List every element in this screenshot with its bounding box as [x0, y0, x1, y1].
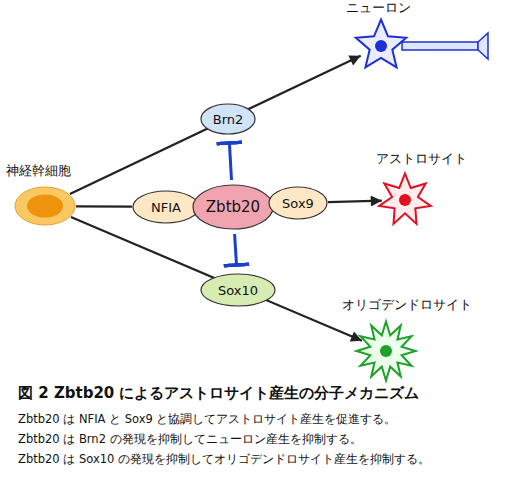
node-label: Zbtb20 — [206, 198, 260, 216]
inhibition-connector — [235, 234, 237, 265]
text-holder: NFIA — [132, 190, 200, 224]
cell-label: ニューロン — [346, 0, 411, 17]
cell-label: アストロサイト — [376, 150, 467, 168]
inhibition-connector — [229, 143, 231, 180]
caption-note: Zbtb20 は NFIA と Sox9 と協調してアストロサイト産生を促進する… — [18, 412, 396, 427]
factor-oval: Zbtb20 — [192, 184, 274, 230]
axon-shaft — [402, 42, 478, 50]
node-label: Sox10 — [218, 283, 258, 298]
node-label: Brn2 — [213, 112, 244, 127]
cell-label: オリゴデンドロサイト — [342, 296, 472, 314]
oligodendrocyte-cell-outline — [354, 320, 418, 382]
cell-label: 神経幹細胞 — [6, 162, 71, 180]
arrow-connector — [76, 205, 132, 208]
neuron-cell-outline — [352, 18, 410, 74]
neuron-cell: ニューロン — [352, 18, 410, 74]
axon-terminal — [478, 33, 488, 59]
stem-cell: 神経幹細胞 — [14, 186, 76, 226]
astrocyte-cell-outline — [376, 172, 434, 228]
gene-oval: Brn2 — [200, 103, 256, 135]
node-label: NFIA — [151, 200, 181, 215]
oligodendrocyte-cell: オリゴデンドロサイト — [354, 320, 418, 382]
text-holder: Sox10 — [200, 273, 276, 307]
astrocyte-cell: アストロサイト — [376, 172, 434, 228]
node-label: Sox9 — [282, 196, 314, 211]
factor-oval: Sox9 — [268, 186, 328, 220]
arrow-connector — [70, 56, 361, 194]
text-holder: Sox9 — [268, 186, 328, 220]
stem-cell-outline — [14, 186, 76, 226]
caption-note: Zbtb20 は Sox10 の発現を抑制してオリゴデンドロサイト産生を抑制する… — [18, 452, 430, 467]
gene-oval: Sox10 — [200, 273, 276, 307]
text-holder: Zbtb20 — [192, 184, 274, 230]
caption-note: Zbtb20 は Brn2 の発現を抑制してニューロン産生を抑制する。 — [18, 432, 362, 447]
figure-caption: 図 2 Zbtb20 によるアストロサイト産生の分子メカニズム — [18, 384, 420, 403]
text-holder: Brn2 — [200, 103, 256, 135]
arrow-connector — [328, 201, 382, 203]
arrow-connector — [71, 217, 362, 341]
factor-oval: NFIA — [132, 190, 200, 224]
